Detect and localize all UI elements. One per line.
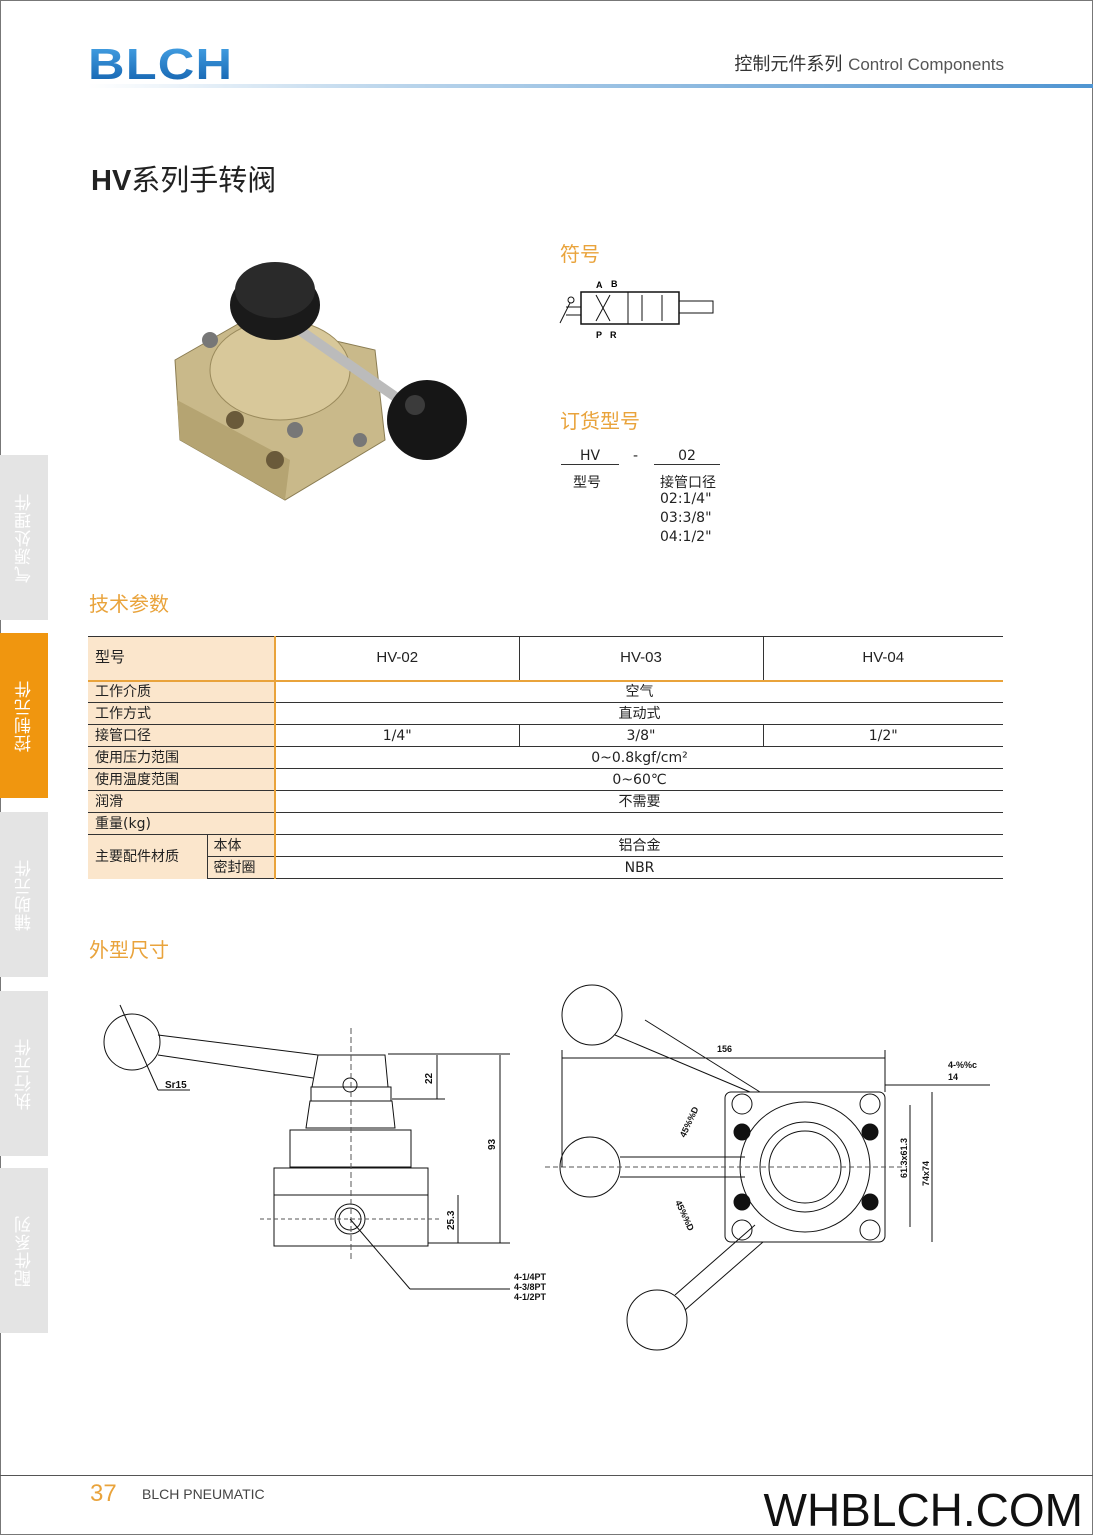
product-photo [174, 262, 467, 501]
row-label: 重量(kg) [88, 812, 276, 835]
series-en: Control Components [848, 55, 1004, 74]
dim-25-3: 25.3 [446, 1210, 457, 1230]
port-p: P [596, 330, 602, 340]
table-row: 工作方式直动式 [88, 702, 1003, 725]
side-view-drawing: Sr15 22 93 25.3 4-1/4PT 4-3/8PT 4-1/2PT [103, 1004, 547, 1302]
dim-sr15: Sr15 [165, 1080, 187, 1091]
dim-port: 4-3/8PT [514, 1282, 547, 1292]
specs-heading: 技术参数 [89, 592, 169, 616]
title-name: 系列手转阀 [131, 163, 277, 197]
row-value: 不需要 [275, 790, 1003, 813]
side-tab-label: 气源处理件 [14, 492, 35, 583]
header-label: 型号 [88, 636, 276, 682]
series-title: 控制元件系列 Control Components [734, 50, 1004, 76]
ordering-heading: 订货型号 [560, 409, 640, 433]
table-row: 工作介质空气 [88, 680, 1003, 703]
table-row: 主要配件材质本体铝合金 [88, 834, 1003, 879]
side-tab-label: 控制元件 [14, 679, 35, 752]
dim-hole-size: 14 [948, 1072, 958, 1082]
row-label: 工作方式 [88, 702, 276, 725]
footer-brand: BLCH PNEUMATIC [142, 1486, 265, 1502]
valve-symbol: A B P R [559, 279, 714, 340]
order-label-model: 型号 [573, 475, 601, 491]
dim-156: 156 [717, 1044, 732, 1054]
row-label: 使用温度范围 [88, 768, 276, 791]
port-a: A [596, 280, 603, 290]
title-model: HV [91, 165, 132, 197]
order-dash: - [633, 448, 639, 464]
blch-logo: BLCH [88, 40, 234, 89]
order-option: 03:3/8" [660, 510, 712, 526]
model-hv-04: HV-04 [763, 636, 1003, 682]
header-divider [88, 84, 1093, 88]
side-tab-label: 配件系列 [14, 1214, 35, 1287]
order-option: 04:1/2" [660, 529, 712, 545]
row-value: 0~0.8kgf/cm² [275, 746, 1003, 769]
side-tab-auxiliary[interactable]: 辅助元件 [0, 812, 48, 977]
spec-table: 型号 HV-02 HV-03 HV-04 工作介质空气 工作方式直动式 接管口径… [88, 636, 1003, 879]
row-value [275, 812, 1003, 835]
dim-74: 74x74 [921, 1161, 931, 1186]
order-code-series: HV [561, 448, 619, 465]
dim-angle: 45%%D [678, 1105, 701, 1139]
row-label: 使用压力范围 [88, 746, 276, 769]
model-hv-03: HV-03 [519, 636, 764, 682]
row-value: 铝合金 [275, 834, 1003, 857]
table-row: 润滑不需要 [88, 790, 1003, 813]
table-row: 重量(kg) [88, 812, 1003, 835]
model-hv-02: HV-02 [275, 636, 520, 682]
table-header-row: 型号 HV-02 HV-03 HV-04 [88, 636, 1003, 682]
dim-22: 22 [424, 1072, 435, 1084]
row-value: 1/2" [763, 724, 1003, 747]
dim-port: 4-1/2PT [514, 1292, 547, 1302]
dim-port: 4-1/4PT [514, 1272, 547, 1282]
side-tab-label: 执行元件 [14, 1037, 35, 1110]
row-label: 工作介质 [88, 680, 276, 703]
order-code-port: 02 [654, 448, 720, 465]
row-value: 3/8" [519, 724, 764, 747]
dim-hole: 4-%%c [948, 1060, 977, 1070]
row-label: 本体 [206, 834, 276, 857]
footer-website: WHBLCH.COM [763, 1484, 1083, 1536]
top-view-drawing: 156 4-%%c 14 61.3x61.3 74x74 45%%D 45%%D [545, 984, 990, 1351]
order-label-port: 接管口径 [660, 475, 716, 491]
port-b: B [611, 279, 618, 289]
order-option: 02:1/4" [660, 491, 712, 507]
row-label: 接管口径 [88, 724, 276, 747]
page-number: 37 [90, 1480, 117, 1507]
dim-61-3: 61.3x61.3 [899, 1138, 909, 1178]
side-tab-actuator[interactable]: 执行元件 [0, 991, 48, 1156]
row-label: 润滑 [88, 790, 276, 813]
side-tab-label: 辅助元件 [14, 858, 35, 931]
row-label: 密封圈 [206, 856, 276, 879]
side-tab-accessories[interactable]: 配件系列 [0, 1168, 48, 1333]
footer-divider [0, 1475, 1093, 1476]
row-value: 0~60℃ [275, 768, 1003, 791]
row-value: 1/4" [275, 724, 520, 747]
symbol-heading: 符号 [560, 242, 600, 266]
side-tab-air-treatment[interactable]: 气源处理件 [0, 455, 48, 620]
dimensions-heading: 外型尺寸 [89, 938, 169, 962]
port-r: R [610, 330, 617, 340]
page-title: HV系列手转阀 [91, 157, 276, 199]
row-value: NBR [275, 856, 1003, 879]
side-tab-control[interactable]: 控制元件 [0, 633, 48, 798]
dim-93: 93 [487, 1138, 498, 1150]
dim-angle: 45%%D [673, 1199, 696, 1233]
row-value: 直动式 [275, 702, 1003, 725]
series-cn: 控制元件系列 [734, 54, 843, 75]
material-label: 主要配件材质 [88, 834, 207, 879]
row-value: 空气 [275, 680, 1003, 703]
